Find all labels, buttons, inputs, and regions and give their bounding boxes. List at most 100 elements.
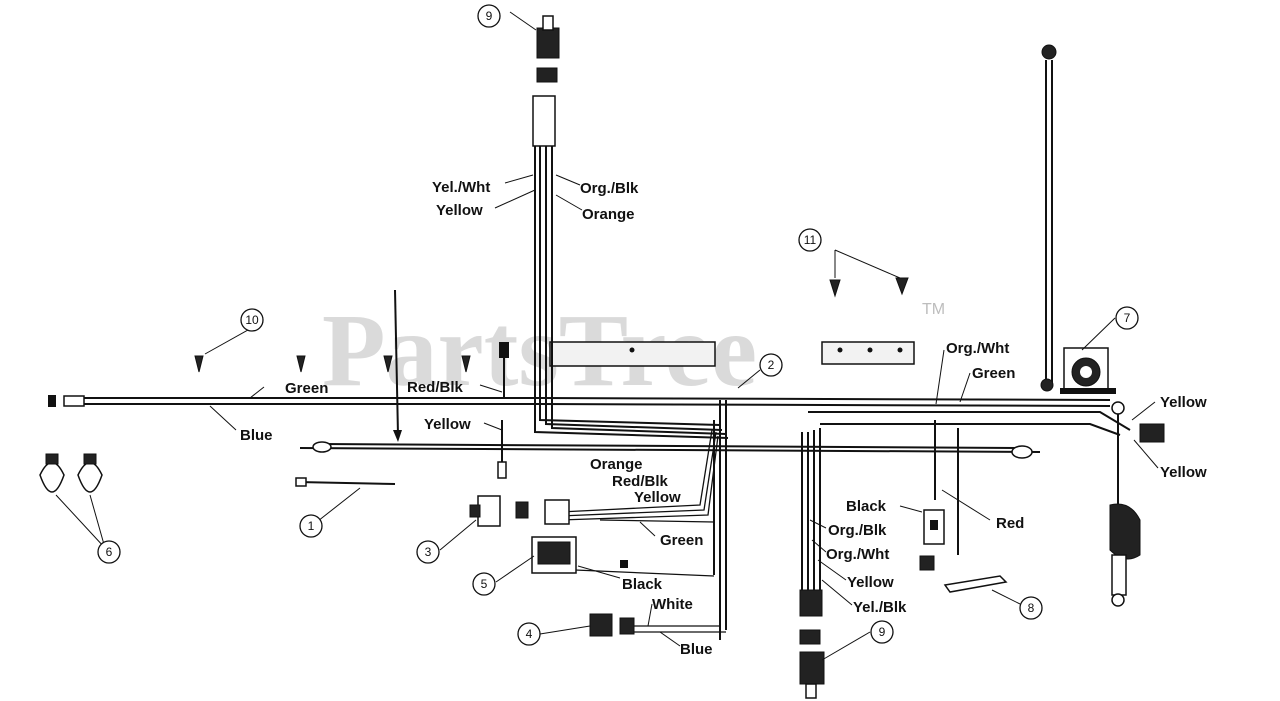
- callout-5-num: 5: [481, 577, 488, 591]
- callout-6-num: 6: [106, 545, 113, 559]
- main-harness: [48, 95, 1131, 640]
- callout-3-num: 3: [425, 545, 432, 559]
- leader-8: [991, 589, 1021, 605]
- label-leaders: [209, 174, 1159, 647]
- harness-sleeve-top: [532, 95, 556, 147]
- label-black-right: Black: [846, 498, 887, 515]
- leader-red-right: [941, 489, 991, 521]
- fasteners: [194, 277, 909, 373]
- leader-11: [834, 249, 901, 279]
- fastener-10d: [461, 355, 471, 373]
- bulb-right: [77, 461, 103, 493]
- label-red-blk-mid: Red/Blk: [612, 473, 669, 490]
- label-org-blk-top: Org./Blk: [580, 180, 639, 197]
- leader-orgblk-right: [809, 519, 827, 529]
- wire-black: [574, 569, 715, 577]
- wire-vertical-c: [551, 110, 727, 435]
- bulb-right-base: [83, 453, 97, 465]
- leader-6: [55, 494, 106, 549]
- bracket-right: [821, 341, 915, 365]
- label-org-wht-right2: Org./Wht: [826, 546, 889, 563]
- bulbs-6: [39, 453, 103, 493]
- relay-5-pin: [620, 560, 628, 568]
- fastener-10c: [383, 355, 393, 373]
- leader-green-mid: [639, 521, 656, 537]
- callout-11: 11: [798, 228, 822, 252]
- callout-9-top: 9: [477, 4, 501, 28]
- rod: [394, 289, 399, 436]
- bracket-left: [549, 341, 716, 367]
- label-org-blk-right: Org./Blk: [828, 522, 887, 539]
- ring-terminal-left: [312, 441, 332, 453]
- label-white-low: White: [652, 596, 693, 613]
- switch-3-harness-plug: [544, 499, 570, 525]
- wire-vertical-a: [539, 110, 721, 426]
- label-yel-blk-right: Yel./Blk: [853, 599, 907, 616]
- label-yellow-right-bot: Yellow: [1160, 464, 1207, 481]
- yellow-terminal: [497, 461, 507, 479]
- label-yellow-mid2: Yellow: [634, 489, 681, 506]
- leader-redblk: [479, 384, 503, 393]
- fastener-11b: [895, 277, 909, 296]
- leader-yelwht: [504, 174, 534, 184]
- leader-9-bottom: [821, 631, 871, 661]
- connector-9-bottom: [799, 629, 825, 699]
- label-black-mid: Black: [622, 576, 663, 593]
- label-orange-top: Orange: [582, 206, 635, 223]
- leader-black-right: [899, 505, 923, 513]
- strap-end: [295, 477, 307, 487]
- leader-3: [439, 519, 477, 551]
- leader-black-mid: [577, 565, 621, 579]
- leader-yellow-top: [494, 189, 536, 209]
- trunk-end-connector: [48, 395, 56, 407]
- label-org-wht-right: Org./Wht: [946, 340, 1009, 357]
- cable-top-terminal: [1041, 44, 1057, 60]
- callout-7-num: 7: [1124, 311, 1131, 325]
- wire-orange: [559, 429, 713, 513]
- leader-5: [495, 555, 535, 583]
- black-connector-pin: [930, 520, 938, 530]
- callout-8-num: 8: [1028, 601, 1035, 615]
- leader-yelblk: [821, 579, 853, 606]
- leader-orgblk-top: [555, 174, 581, 186]
- fastener-10: [194, 355, 204, 373]
- connector-4-plug: [619, 617, 635, 635]
- lower-harness-sleeve: [799, 589, 823, 617]
- callout-9-bottom-num: 9: [879, 625, 886, 639]
- callout-9-bottom: 9: [870, 620, 894, 644]
- switch-3-plunger: [469, 504, 481, 518]
- switch-3-body: [477, 495, 501, 527]
- key-8: [919, 555, 1008, 593]
- callout-11-num: 11: [804, 233, 817, 247]
- ground-rod: [393, 289, 402, 442]
- leader-yellow-r-bot: [1133, 439, 1159, 469]
- strap-1: [295, 477, 396, 487]
- lamp-body: [1109, 503, 1141, 560]
- watermark-tm: TM: [922, 301, 945, 318]
- label-yellow-top: Yellow: [436, 202, 483, 219]
- pointer-2: [737, 369, 761, 389]
- relay-5-inner: [537, 541, 571, 565]
- leader-10: [204, 325, 256, 355]
- bracket-hole: [897, 347, 903, 353]
- callouts: 9 11 10 7 2 1 3 6: [97, 4, 1139, 646]
- strap-wire: [297, 481, 396, 485]
- label-green-left: Green: [285, 380, 328, 397]
- leader-yellow-r-top: [1131, 401, 1156, 421]
- callout-1-num: 1: [308, 519, 315, 533]
- leader-yellow-mid: [483, 422, 503, 431]
- leader-yellow-right2: [817, 559, 847, 581]
- connector-9-top: [536, 15, 560, 83]
- component-7-base: [1060, 388, 1116, 394]
- connector-9-bottom-plug: [799, 629, 821, 645]
- leader-green-left: [249, 386, 265, 399]
- label-yellow-right2: Yellow: [847, 574, 894, 591]
- wire-horizontal-lower2: [319, 443, 1026, 449]
- label-orange-mid: Orange: [590, 456, 643, 473]
- lamp-stem: [1111, 554, 1127, 596]
- wire-vertical-b: [545, 110, 723, 431]
- connector-4-body: [589, 613, 613, 637]
- label-yellow-mid: Yellow: [424, 416, 471, 433]
- bulb-left-base: [45, 453, 59, 465]
